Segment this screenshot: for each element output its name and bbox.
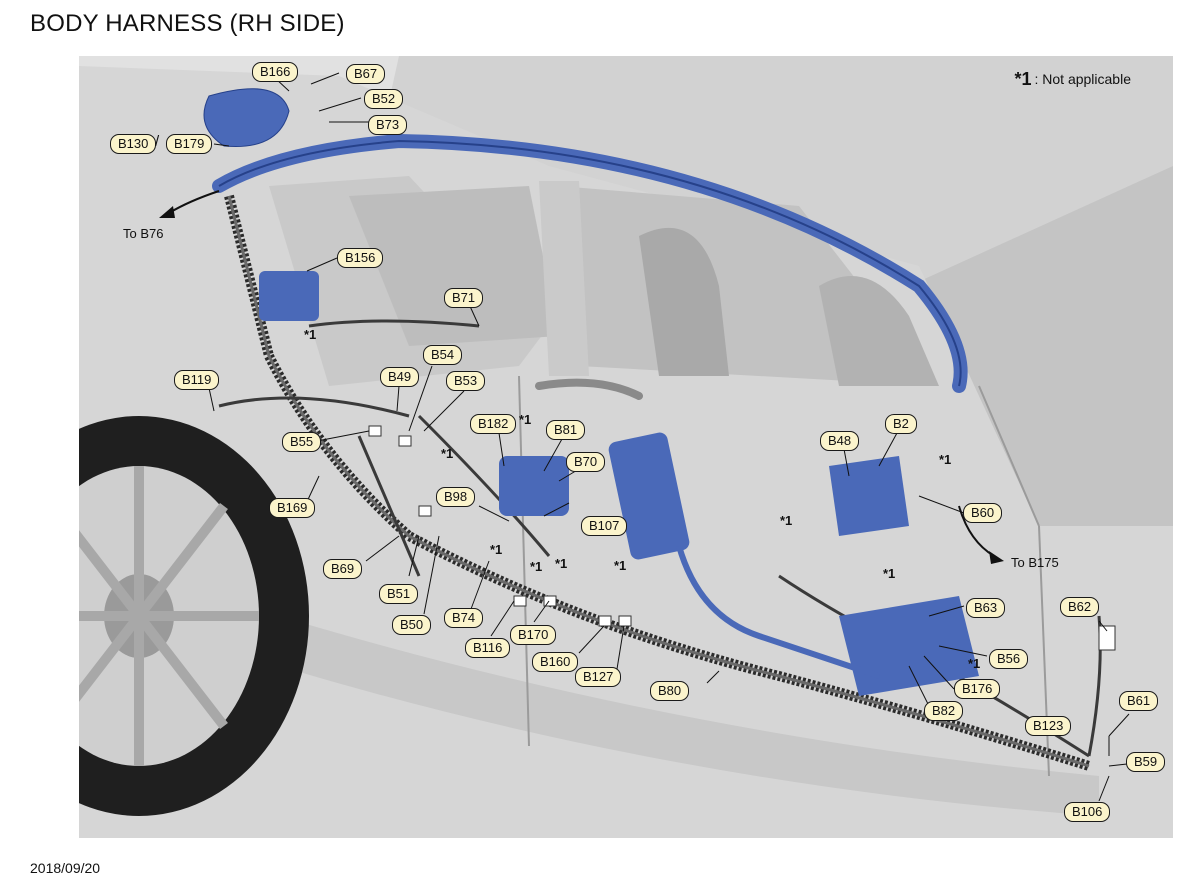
connector-label-b116: B116 <box>465 638 511 658</box>
seat-shape <box>819 276 939 386</box>
connector-label-b82: B82 <box>924 701 964 721</box>
connector-label-b166: B166 <box>252 62 299 82</box>
not-applicable-marker: *1 <box>304 327 317 342</box>
door-handle <box>535 378 643 400</box>
not-applicable-marker: *1 <box>614 558 627 573</box>
connector-label-b176: B176 <box>954 679 1001 699</box>
arrow-label-to-b175: To B175 <box>1011 555 1059 570</box>
connector-label-b156: B156 <box>337 248 384 268</box>
connector-label-b50: B50 <box>392 615 432 635</box>
not-applicable-marker: *1 <box>883 566 896 581</box>
module-b63 <box>839 596 979 696</box>
leader-lines <box>208 72 1130 802</box>
arrow-label-to-b76: To B76 <box>123 226 164 241</box>
asterisk-icon: *1 <box>1014 69 1032 89</box>
connector-label-b2: B2 <box>885 414 917 434</box>
connector-b62 <box>1098 625 1116 651</box>
connector-label-b73: B73 <box>368 115 408 135</box>
connector-label-b67: B67 <box>346 64 386 84</box>
connector-label-b51: B51 <box>379 584 419 604</box>
connector-label-b53: B53 <box>446 371 486 391</box>
connector-label-b179: B179 <box>166 134 213 154</box>
page-title: BODY HARNESS (RH SIDE) <box>30 10 345 37</box>
legend-note: *1 : Not applicable <box>1014 70 1131 88</box>
connector-label-b56: B56 <box>989 649 1029 669</box>
label-separator: / <box>155 133 160 150</box>
b-pillar <box>539 181 589 376</box>
connector-label-b63: B63 <box>966 598 1006 618</box>
connector-label-b55: B55 <box>282 432 322 452</box>
connector-label-b62: B62 <box>1060 597 1100 617</box>
car-body-illustration <box>79 56 1173 838</box>
connector-label-b107: B107 <box>581 516 628 536</box>
speaker-component <box>203 88 290 148</box>
connector-label-b160: B160 <box>532 652 579 672</box>
connector-label-b54: B54 <box>423 345 463 365</box>
branch-harness <box>218 319 1102 758</box>
module-b156 <box>259 271 319 321</box>
connector-label-b119: B119 <box>174 370 220 390</box>
seat-shape <box>639 227 729 376</box>
connector-label-b169: B169 <box>269 498 316 518</box>
connector-label-b60: B60 <box>963 503 1003 523</box>
connector-label-b69: B69 <box>323 559 363 579</box>
connector-label-b49: B49 <box>380 367 420 387</box>
module-b182 <box>499 456 569 516</box>
diagram-frame: *1 : Not applicable To B76 To B175 B166 … <box>79 56 1173 838</box>
connector-label-b71: B71 <box>444 288 484 308</box>
door-harness <box>676 545 880 679</box>
not-applicable-marker: *1 <box>441 446 454 461</box>
connector-label-b80: B80 <box>650 681 690 701</box>
not-applicable-marker: *1 <box>490 542 503 557</box>
connector-label-b182: B182 <box>470 414 517 434</box>
rear-wheel <box>79 416 309 816</box>
connector-label-b52: B52 <box>364 89 404 109</box>
not-applicable-marker: *1 <box>519 412 532 427</box>
rocker-panel <box>279 616 1099 816</box>
connector-label-b98: B98 <box>436 487 476 507</box>
rear-door-glass <box>349 186 559 346</box>
connector-label-b74: B74 <box>444 608 484 628</box>
module-b48 <box>829 456 909 536</box>
connector-label-b127: B127 <box>575 667 622 687</box>
arrow-to-b175 <box>958 505 1004 564</box>
airbag-module <box>608 432 690 560</box>
legend-note-text: : Not applicable <box>1034 71 1131 87</box>
connector-label-b70: B70 <box>566 452 606 472</box>
connector-label-b170: B170 <box>510 625 557 645</box>
not-applicable-marker: *1 <box>968 656 981 671</box>
not-applicable-marker: *1 <box>780 513 793 528</box>
windshield <box>909 166 1173 526</box>
connector-label-b61: B61 <box>1119 691 1159 711</box>
not-applicable-marker: *1 <box>555 556 568 571</box>
connector-label-b59: B59 <box>1126 752 1166 772</box>
not-applicable-marker: *1 <box>530 559 543 574</box>
connector-label-b48: B48 <box>820 431 860 451</box>
not-applicable-marker: *1 <box>939 452 952 467</box>
connector-label-b130: B130 <box>110 134 157 154</box>
roof-panel <box>379 56 1173 296</box>
connector-label-b123: B123 <box>1025 716 1072 736</box>
connector-label-b106: B106 <box>1064 802 1111 822</box>
connector-label-b81: B81 <box>546 420 586 440</box>
arrow-to-b76 <box>159 190 220 218</box>
document-date: 2018/09/20 <box>30 860 101 876</box>
